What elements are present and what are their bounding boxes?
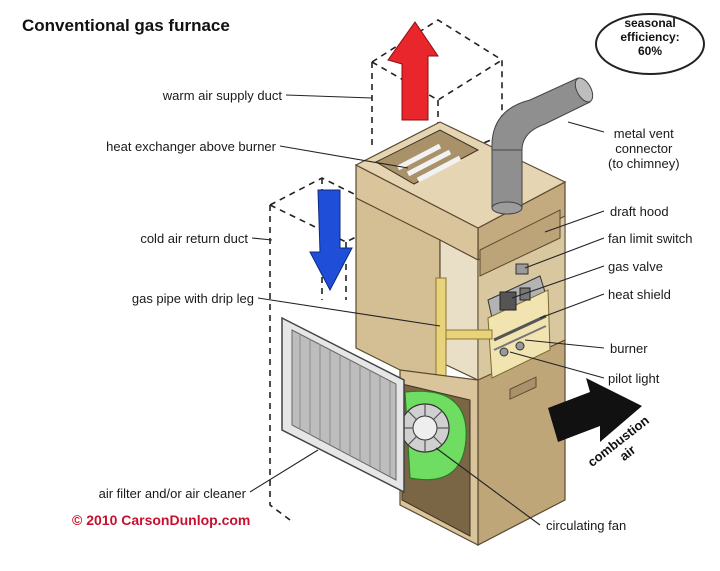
heat-exchanger-opening xyxy=(374,129,480,185)
label-gas-valve: gas valve xyxy=(608,259,663,274)
label-circulating-fan: circulating fan xyxy=(546,518,627,533)
label-cold-air-return-duct: cold air return duct xyxy=(140,231,248,246)
label-air-filter: air filter and/or air cleaner xyxy=(98,486,246,501)
efficiency-line-2: efficiency: xyxy=(620,30,680,44)
efficiency-line-3: 60% xyxy=(637,44,663,58)
label-warm-air-supply-duct: warm air supply duct xyxy=(162,88,282,103)
page-title: Conventional gas furnace xyxy=(22,16,230,35)
side-panel-grille xyxy=(509,376,537,400)
label-gas-pipe: gas pipe with drip leg xyxy=(131,291,254,306)
label-fan-limit-switch: fan limit switch xyxy=(608,231,693,246)
label-pilot-light: pilot light xyxy=(608,371,660,386)
warm-air-arrow-icon xyxy=(387,21,439,121)
label-burner: burner xyxy=(610,341,648,356)
label-heat-shield: heat shield xyxy=(608,287,671,302)
efficiency-line-1: seasonal xyxy=(624,16,676,30)
metal-vent-line-2: connector xyxy=(615,141,673,156)
label-draft-hood: draft hood xyxy=(610,204,669,219)
draft-hood-shape xyxy=(479,209,561,277)
metal-vent-line-1: metal vent xyxy=(613,126,674,141)
air-filter xyxy=(281,316,405,494)
efficiency-label: seasonal efficiency: 60% xyxy=(598,16,702,58)
label-metal-vent: metal vent connector (to chimney) xyxy=(608,126,680,171)
metal-vent-connector xyxy=(491,77,594,215)
copyright: © 2010 CarsonDunlop.com xyxy=(72,512,251,528)
efficiency-badge xyxy=(595,13,705,75)
combustion-air-arrow-icon xyxy=(548,378,642,442)
fan-blades xyxy=(401,404,449,452)
leader-lines xyxy=(249,94,605,526)
label-heat-exchanger: heat exchanger above burner xyxy=(106,139,276,154)
cold-air-arrow-icon xyxy=(309,189,353,292)
metal-vent-line-3: (to chimney) xyxy=(608,156,680,171)
fan-limit-switch-shape xyxy=(515,263,529,275)
heat-exchanger-fins xyxy=(396,143,462,183)
